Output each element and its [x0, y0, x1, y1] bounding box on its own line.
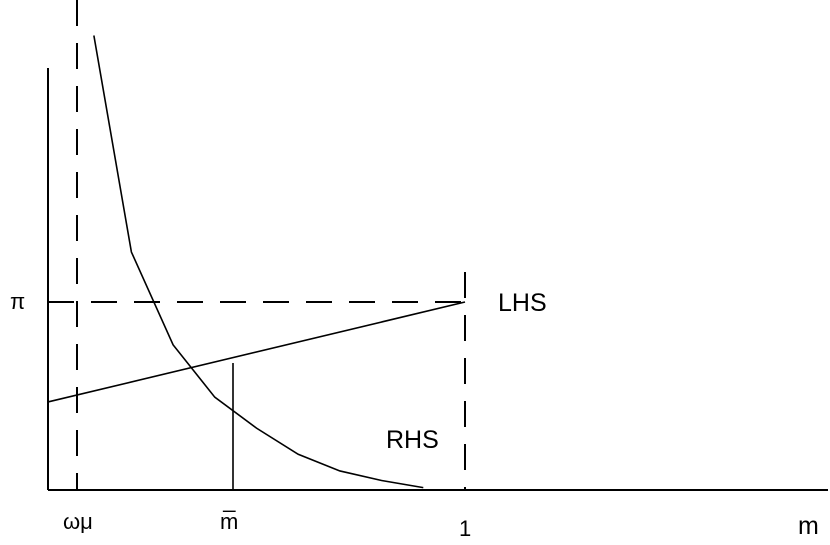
series-label-lhs: LHS	[498, 289, 547, 317]
axes	[47, 68, 828, 491]
labels: π LHS RHS ωμ m̅ 1 m	[10, 289, 819, 541]
series-layer	[47, 35, 466, 489]
x-tick-label-one: 1	[459, 516, 471, 541]
series-line-lhs	[47, 301, 466, 403]
series-label-rhs: RHS	[386, 426, 439, 454]
x-tick-label-m-bar: m̅	[220, 509, 238, 534]
x-tick-label-omega-mu: ωμ	[63, 509, 93, 534]
reference-lines	[48, 0, 466, 490]
x-axis-label: m	[798, 512, 819, 540]
series-line-rhs	[93, 35, 424, 489]
y-tick-label-pi: π	[10, 289, 25, 314]
